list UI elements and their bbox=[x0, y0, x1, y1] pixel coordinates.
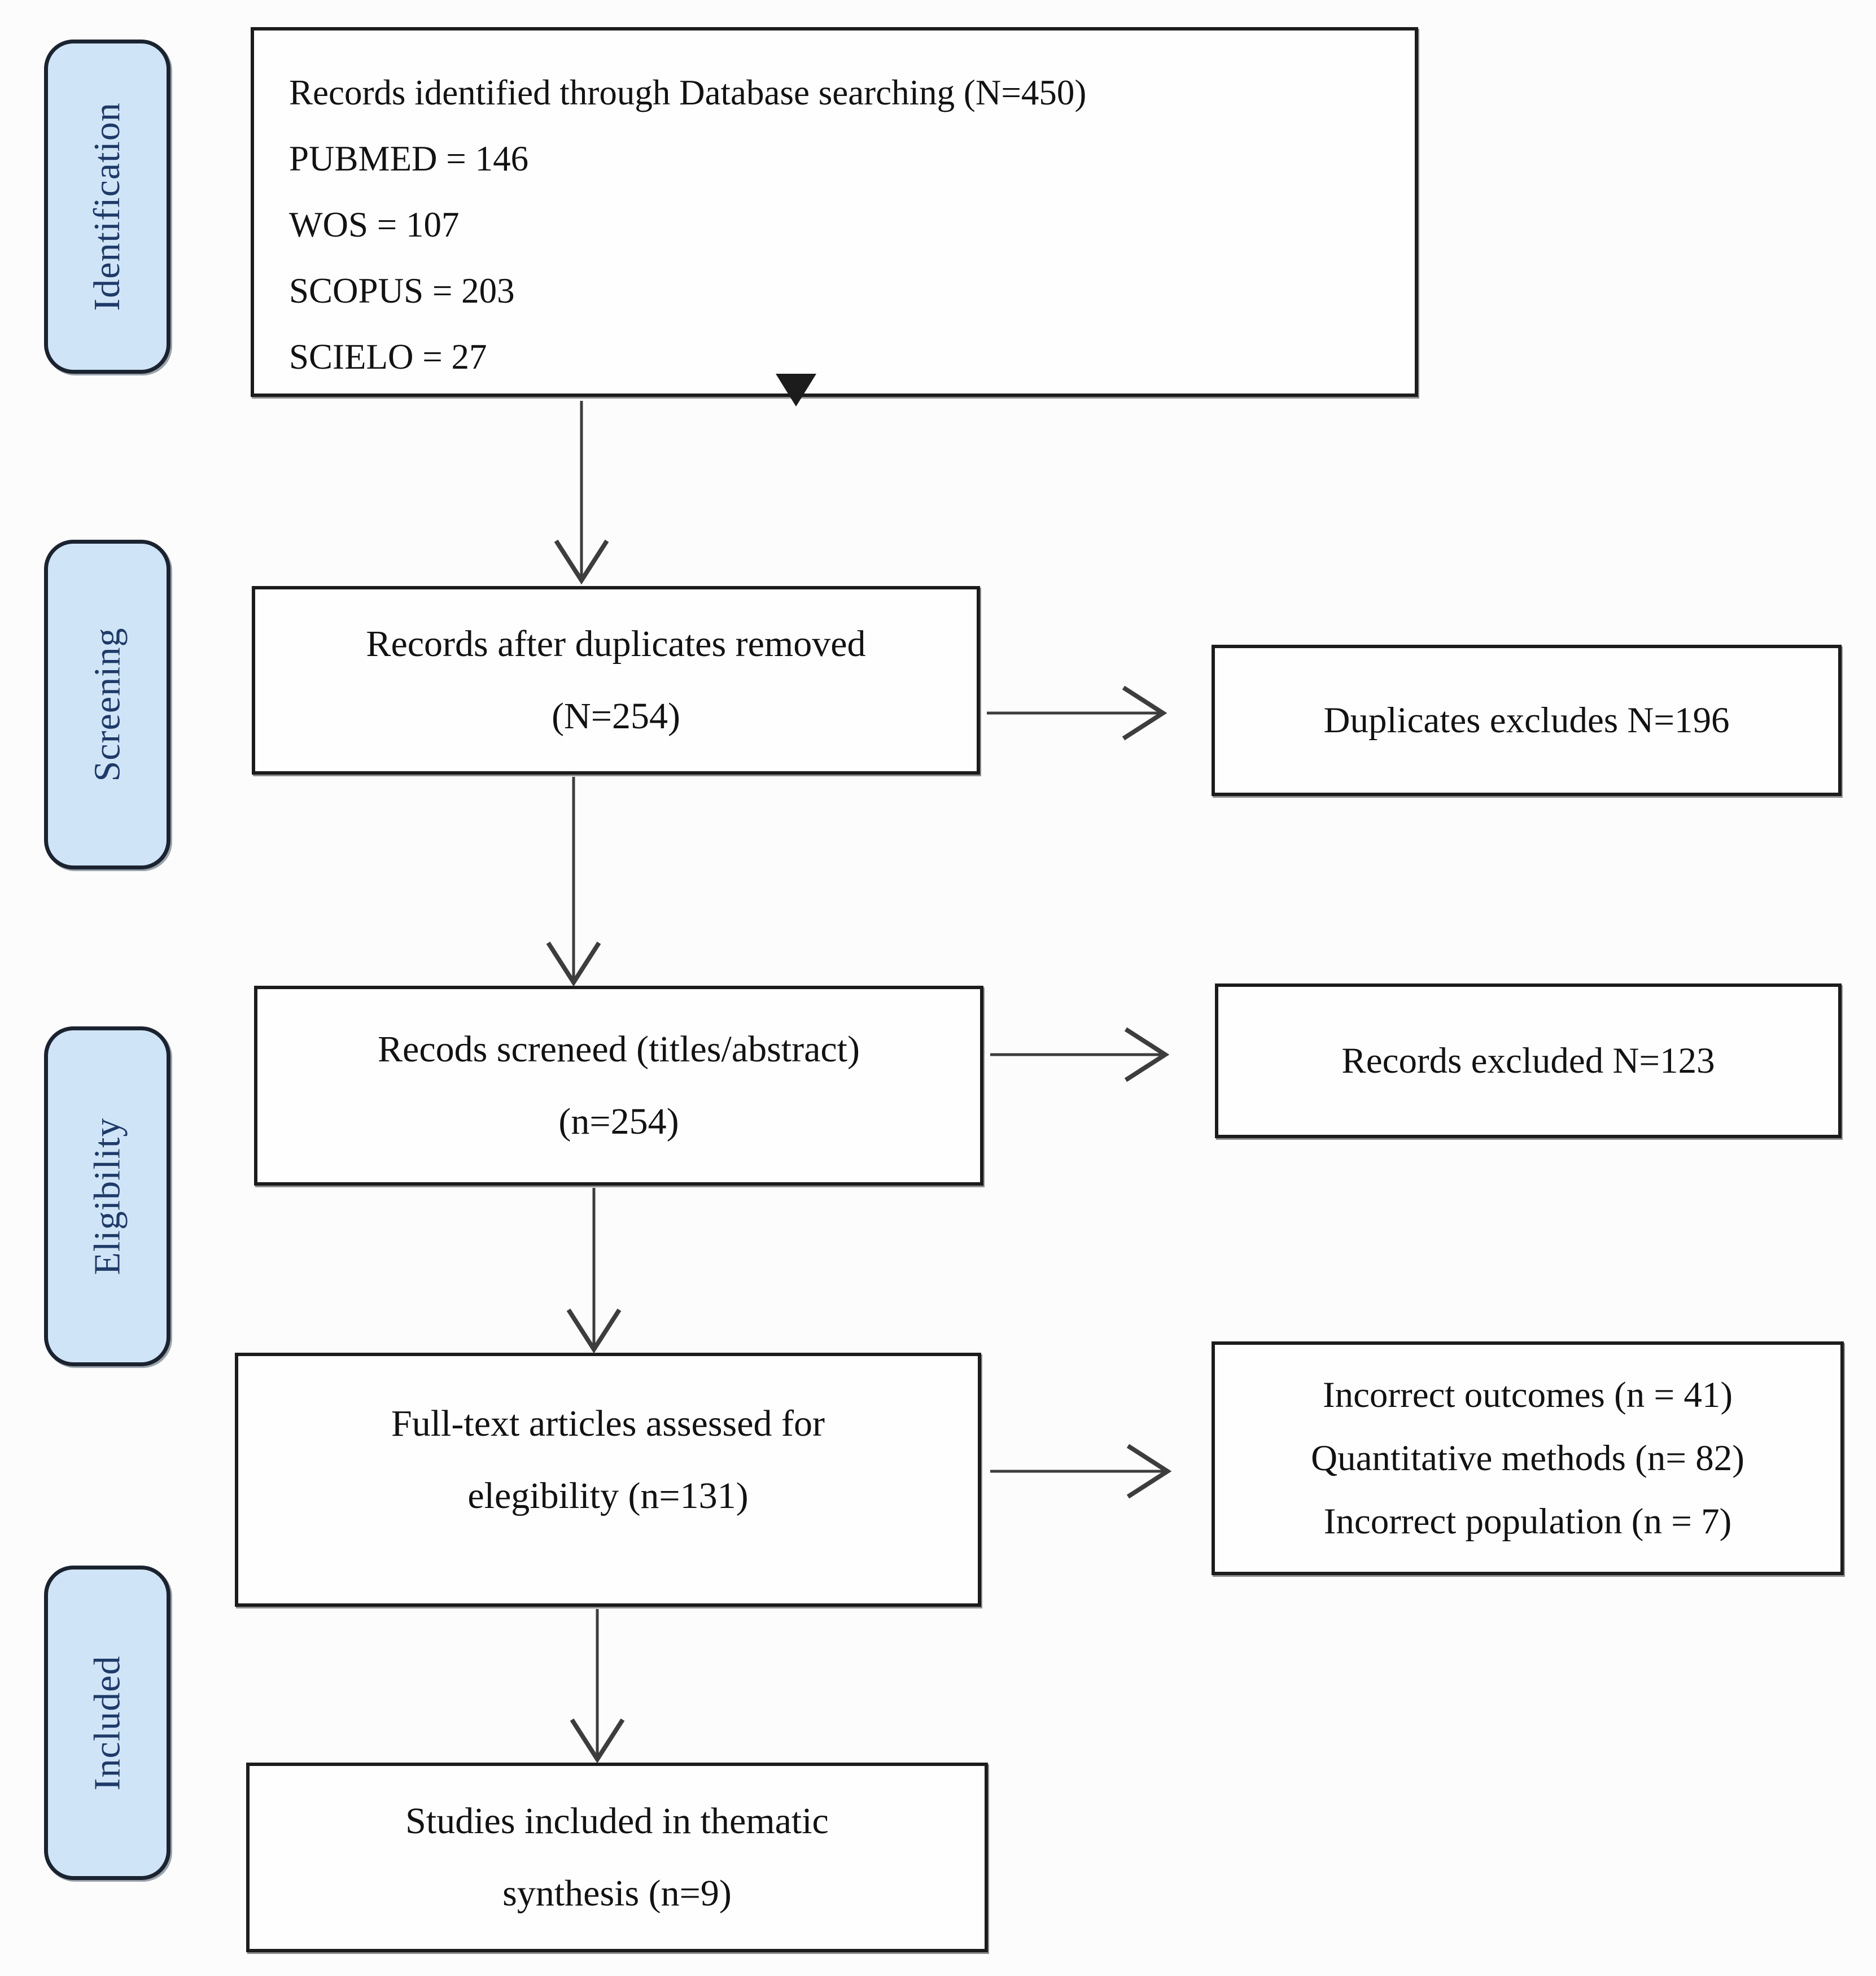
arrow-deduplicated-to-duplicates-excluded bbox=[987, 685, 1167, 741]
stage-box-screening: Screening bbox=[44, 540, 170, 869]
records-excluded-line: Records excluded N=123 bbox=[1341, 1041, 1715, 1081]
exclusion-box-fulltext: Incorrect outcomes (n = 41) Quantitative… bbox=[1212, 1341, 1844, 1575]
arrow-screened-to-records-excluded bbox=[990, 1027, 1170, 1082]
flow-box-fulltext-assessed: Full-text articles assessed for elegibil… bbox=[235, 1353, 981, 1607]
fulltext-assessed-line2: elegibility (n=131) bbox=[467, 1475, 749, 1516]
records-screened-line1: Recods screneed (titles/abstract) bbox=[378, 1029, 860, 1070]
fulltext-assessed-line1: Full-text articles assessed for bbox=[391, 1403, 825, 1444]
fulltext-excluded-outcomes: Incorrect outcomes (n = 41) bbox=[1322, 1375, 1733, 1415]
studies-included-line2: synthesis (n=9) bbox=[502, 1873, 732, 1914]
arrow-fulltext-to-included bbox=[570, 1609, 625, 1764]
exclusion-box-records: Records excluded N=123 bbox=[1215, 983, 1842, 1138]
duplicates-removed-line1: Records after duplicates removed bbox=[366, 623, 866, 665]
stray-arrowhead-icon bbox=[776, 374, 816, 406]
flow-box-records-screened: Recods screneed (titles/abstract) (n=254… bbox=[254, 986, 983, 1186]
stage-box-included: Included bbox=[44, 1566, 170, 1880]
flow-box-studies-included: Studies included in thematic synthesis (… bbox=[246, 1763, 988, 1952]
records-identified-wos: WOS = 107 bbox=[289, 205, 460, 244]
studies-included-line1: Studies included in thematic bbox=[405, 1800, 829, 1842]
arrow-screened-to-fulltext bbox=[566, 1188, 622, 1354]
fulltext-excluded-population: Incorrect population (n = 7) bbox=[1323, 1501, 1732, 1542]
arrow-deduplicated-to-screened bbox=[546, 777, 601, 987]
stage-box-identification: Identification bbox=[44, 40, 170, 374]
records-identified-scopus: SCOPUS = 203 bbox=[289, 271, 515, 311]
records-identified-pubmed: PUBMED = 146 bbox=[289, 139, 529, 178]
records-screened-line2: (n=254) bbox=[558, 1101, 679, 1142]
arrow-fulltext-to-fulltext-excluded bbox=[990, 1444, 1172, 1499]
duplicates-removed-line2: (N=254) bbox=[552, 696, 680, 737]
stage-box-eligibility: Eligibility bbox=[44, 1026, 170, 1366]
records-identified-title: Records identified through Database sear… bbox=[289, 73, 1087, 112]
fulltext-excluded-methods: Quantitative methods (n= 82) bbox=[1311, 1438, 1744, 1479]
duplicates-excluded-line: Duplicates excludes N=196 bbox=[1323, 700, 1730, 741]
flow-box-duplicates-removed: Records after duplicates removed (N=254) bbox=[252, 586, 980, 775]
exclusion-box-duplicates: Duplicates excludes N=196 bbox=[1212, 645, 1842, 796]
flow-box-records-identified: Records identified through Database sear… bbox=[251, 27, 1418, 397]
arrow-identified-to-deduplicated bbox=[554, 401, 609, 585]
records-identified-scielo: SCIELO = 27 bbox=[289, 337, 487, 377]
